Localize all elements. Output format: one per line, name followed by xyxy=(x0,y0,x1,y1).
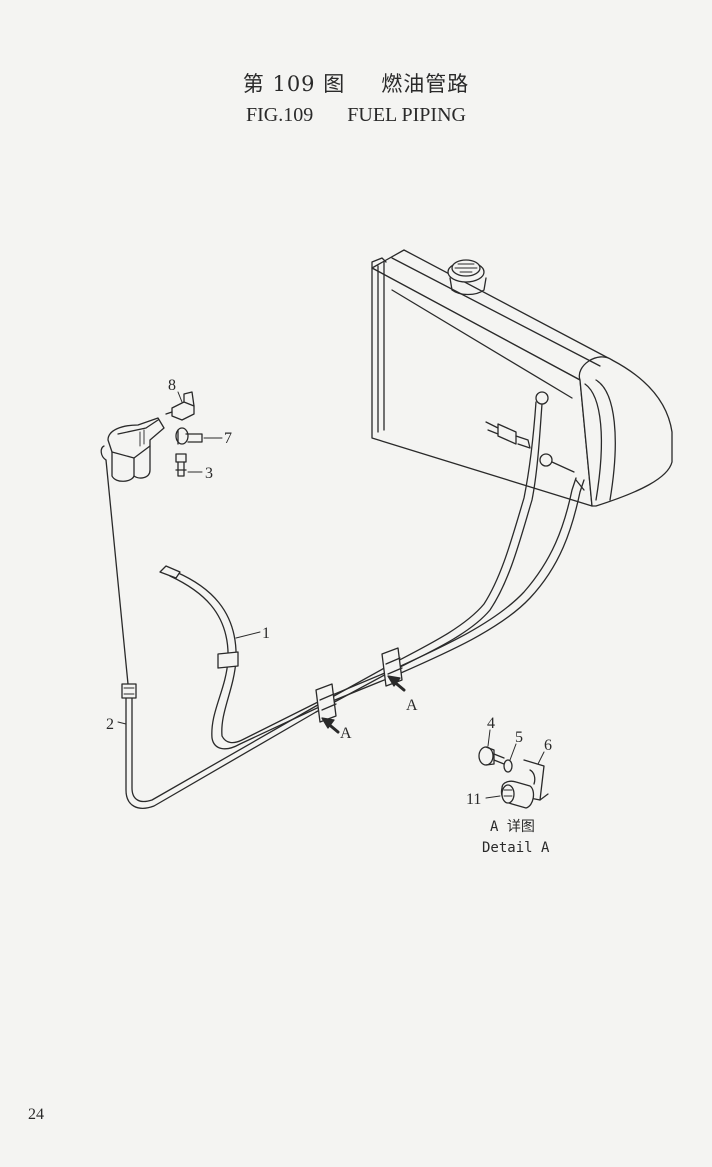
detail-caption-en: Detail A xyxy=(482,840,550,856)
callout-7: 7 xyxy=(224,430,232,447)
callout-4: 4 xyxy=(487,715,495,732)
leader-lines xyxy=(117,391,545,799)
callout-3: 3 xyxy=(205,465,213,482)
view-arrow-a1 xyxy=(321,717,340,734)
fuel-filter xyxy=(100,417,165,482)
clamp-left xyxy=(315,683,337,723)
banjo-fitting-7 xyxy=(175,427,203,445)
figure-number-en: FIG.109 xyxy=(246,104,314,126)
fuel-pipe-2 xyxy=(105,459,317,809)
connector-3 xyxy=(175,453,187,477)
callout-2: 2 xyxy=(106,716,114,733)
detail-caption-cn: A 详图 xyxy=(490,819,535,835)
callout-1: 1 xyxy=(262,625,270,642)
figure-name-cn: 燃油管路 xyxy=(381,72,470,96)
callout-5: 5 xyxy=(515,729,523,746)
page-number: 24 xyxy=(28,1106,44,1123)
fuel-hose-1 xyxy=(159,565,331,750)
main-pipe-bundle xyxy=(315,401,585,713)
figure-title-english: FIG.109 FUEL PIPING xyxy=(0,104,712,127)
callout-8: 8 xyxy=(168,377,176,394)
detail-a-assembly xyxy=(478,746,549,809)
callout-arrow-a1: A xyxy=(340,725,352,742)
figure-title-chinese: 第 109 图 燃油管路 xyxy=(0,68,712,98)
fuel-tank xyxy=(371,249,673,507)
callout-11: 11 xyxy=(466,791,481,808)
figure-number-cn: 第 109 图 xyxy=(242,72,346,96)
callout-arrow-a2: A xyxy=(406,697,418,714)
view-arrow-a2 xyxy=(387,675,406,692)
figure-name-en: FUEL PIPING xyxy=(347,104,466,126)
clamp-right xyxy=(381,647,403,687)
elbow-fitting-8 xyxy=(165,391,195,421)
callout-6: 6 xyxy=(544,737,552,754)
